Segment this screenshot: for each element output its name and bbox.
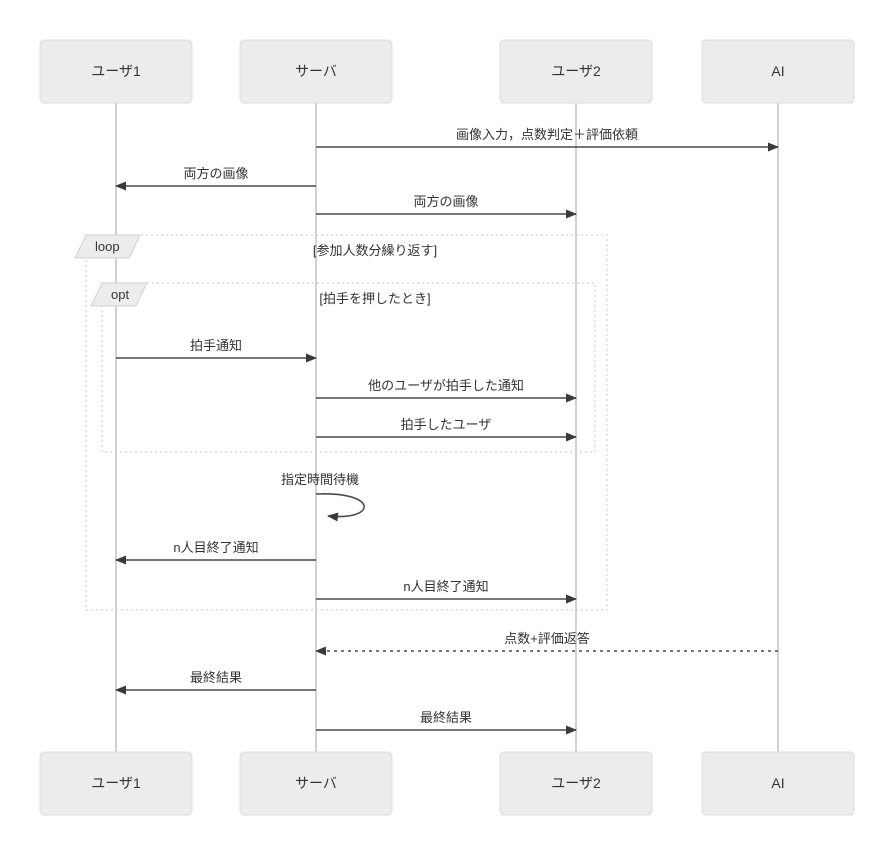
fragment-tag-shape: [90, 282, 148, 307]
message-m1: 画像入力，点数判定＋評価依頼: [316, 127, 779, 152]
message-label: 点数+評価返答: [504, 631, 590, 646]
message-label: 最終結果: [190, 670, 242, 685]
actor-box[interactable]: [239, 751, 393, 816]
fragment-condition: [参加人数分繰り返す]: [313, 243, 437, 258]
actor-label: ユーザ2: [551, 63, 601, 79]
message-m11: 最終結果: [115, 670, 316, 695]
fragment-opt: opt [拍手を押したとき]: [90, 282, 596, 453]
fragment-tag-label: loop: [95, 239, 120, 254]
actor-label: ユーザ2: [551, 775, 601, 791]
message-m5: 他のユーザが拍手した通知: [316, 378, 577, 403]
message-label: 両方の画像: [413, 194, 478, 209]
actor-label: ユーザ1: [91, 775, 141, 791]
message-label: 拍手通知: [190, 338, 242, 353]
message-m12: 最終結果: [316, 710, 577, 735]
actor-footers-group: ユーザ1 サーバ ユーザ2 AI: [39, 751, 855, 816]
message-label: 指定時間待機: [281, 472, 359, 487]
actor-ai-header[interactable]: AI: [701, 39, 855, 104]
actor-server-footer[interactable]: サーバ: [239, 751, 393, 816]
actor-label: ユーザ1: [91, 63, 141, 79]
actor-box[interactable]: [39, 751, 193, 816]
message-label: 拍手したユーザ: [401, 417, 492, 432]
message-label: 両方の画像: [183, 166, 248, 181]
actor-box[interactable]: [701, 39, 855, 104]
actor-label: AI: [771, 63, 784, 79]
message-label: 他のユーザが拍手した通知: [368, 378, 524, 393]
actor-user2-header[interactable]: ユーザ2: [499, 39, 653, 104]
message-m3: 両方の画像: [316, 194, 577, 219]
actor-label: AI: [771, 775, 784, 791]
message-m9: n人目終了通知: [316, 579, 577, 604]
actor-headers-group: ユーザ1 サーバ ユーザ2 AI: [39, 39, 855, 104]
actor-user1-header[interactable]: ユーザ1: [39, 39, 193, 104]
fragment-condition: [拍手を押したとき]: [319, 291, 430, 306]
actor-ai-footer[interactable]: AI: [701, 751, 855, 816]
actor-server-header[interactable]: サーバ: [239, 39, 393, 104]
fragment-tag-label: opt: [111, 287, 129, 302]
message-label: 画像入力，点数判定＋評価依頼: [456, 127, 638, 142]
message-m7: 指定時間待機: [281, 472, 365, 522]
message-label: n人目終了通知: [403, 579, 488, 594]
actor-user2-footer[interactable]: ユーザ2: [499, 751, 653, 816]
message-m10: 点数+評価返答: [315, 631, 778, 656]
messages-group: 画像入力，点数判定＋評価依頼両方の画像両方の画像拍手通知他のユーザが拍手した通知…: [115, 127, 779, 735]
message-label: 最終結果: [420, 710, 472, 725]
actor-box[interactable]: [39, 39, 193, 104]
message-m8: n人目終了通知: [115, 540, 316, 565]
actor-box[interactable]: [499, 39, 653, 104]
message-m2: 両方の画像: [115, 166, 316, 191]
actor-box[interactable]: [701, 751, 855, 816]
message-label: n人目終了通知: [173, 540, 258, 555]
fragment-border: [101, 282, 596, 453]
message-m6: 拍手したユーザ: [316, 417, 577, 442]
fragment-tag-shape: [74, 234, 141, 259]
actor-box[interactable]: [239, 39, 393, 104]
self-message-curve: [315, 493, 365, 522]
actor-box[interactable]: [499, 751, 653, 816]
fragment-border: [85, 234, 608, 611]
actor-label: サーバ: [295, 63, 337, 79]
actor-user1-footer[interactable]: ユーザ1: [39, 751, 193, 816]
fragments-group: loop [参加人数分繰り返す] opt [拍手を押したとき]: [74, 234, 608, 611]
message-m4: 拍手通知: [116, 338, 317, 363]
fragment-loop: loop [参加人数分繰り返す]: [74, 234, 608, 611]
actor-label: サーバ: [295, 775, 337, 791]
